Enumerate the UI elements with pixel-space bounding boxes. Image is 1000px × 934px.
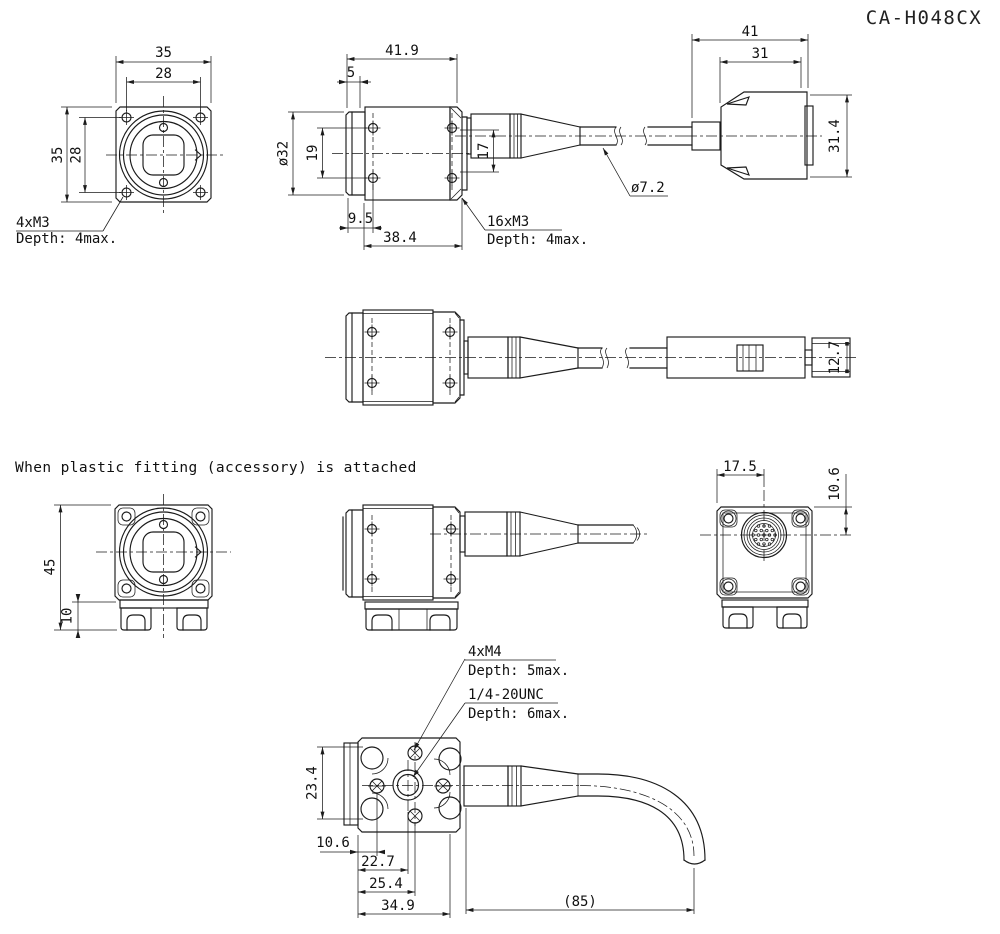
dim-front-width-outer: 35 bbox=[155, 45, 172, 61]
bottom-m4-label: 4xM4 bbox=[468, 644, 502, 660]
dim-fitting-height: 10 bbox=[60, 608, 76, 625]
dim-connector-from-side: 17.5 bbox=[723, 459, 757, 475]
dim-rear-connector-dia: 12.7 bbox=[827, 341, 843, 375]
dim-front-width-inner: 28 bbox=[155, 66, 172, 82]
accessory-note: When plastic fitting (accessory) is atta… bbox=[15, 460, 417, 476]
connector-view: 41 31 31.4 bbox=[686, 24, 852, 180]
bottom-view: 4xM4 Depth: 5max. 1/4-20UNC Depth: 6max.… bbox=[305, 644, 706, 918]
bottom-unc-depth: Depth: 6max. bbox=[468, 706, 569, 722]
dim-base-length: 34.9 bbox=[381, 898, 415, 914]
dim-lens-diameter: ø32 bbox=[276, 141, 292, 166]
front-view: 35 28 35 28 4xM3 Depth: 4max. bbox=[16, 45, 224, 247]
rear-screw-label: 16xM3 bbox=[487, 214, 529, 230]
dim-connector-width-outer: 41 bbox=[742, 24, 759, 40]
front-screw-depth: Depth: 4max. bbox=[16, 231, 117, 247]
fitting-front-view: 45 10 bbox=[43, 494, 231, 638]
model-number: CA-H048CX bbox=[866, 7, 982, 29]
dim-hole-span: 23.4 bbox=[305, 766, 321, 800]
dim-cable-diameter: ø7.2 bbox=[631, 180, 665, 196]
bottom-unc-label: 1/4-20UNC bbox=[468, 687, 544, 703]
dim-side-length-total: 41.9 bbox=[385, 43, 419, 59]
dim-edge-to-unc: 22.7 bbox=[361, 854, 395, 870]
top-view: 12.7 bbox=[325, 309, 858, 406]
bottom-m4-depth: Depth: 5max. bbox=[468, 663, 569, 679]
dim-front-to-holes: 9.5 bbox=[348, 211, 373, 227]
dim-edge-to-m4-side: 10.6 bbox=[316, 835, 350, 851]
dim-front-height-inner: 28 bbox=[69, 147, 85, 164]
dim-connector-height: 31.4 bbox=[827, 119, 843, 153]
dim-front-height-outer: 35 bbox=[50, 147, 66, 164]
dim-edge-to-m4-col: 25.4 bbox=[369, 876, 403, 892]
dim-lens-protrusion: 5 bbox=[347, 65, 355, 81]
dim-total-height-with-fitting: 45 bbox=[43, 559, 59, 576]
fitting-side-view bbox=[342, 504, 648, 631]
dim-body-length: 38.4 bbox=[383, 230, 417, 246]
dim-rear-hole-spacing: 17 bbox=[476, 143, 492, 160]
front-screw-label: 4xM3 bbox=[16, 215, 50, 231]
connector-pins bbox=[751, 524, 777, 546]
dim-connector-from-top: 10.6 bbox=[827, 467, 843, 501]
fitting-rear-view: 17.5 10.6 bbox=[700, 459, 852, 629]
rear-screw-depth: Depth: 4max. bbox=[487, 232, 588, 248]
dim-connector-width-inner: 31 bbox=[752, 46, 769, 62]
side-view: ø7.2 41.9 5 ø32 19 17 9.5 38.4 16xM3 Dep… bbox=[276, 43, 693, 250]
dim-side-hole-spacing: 19 bbox=[305, 145, 321, 162]
dim-cable-bend-length: (85) bbox=[563, 894, 597, 910]
